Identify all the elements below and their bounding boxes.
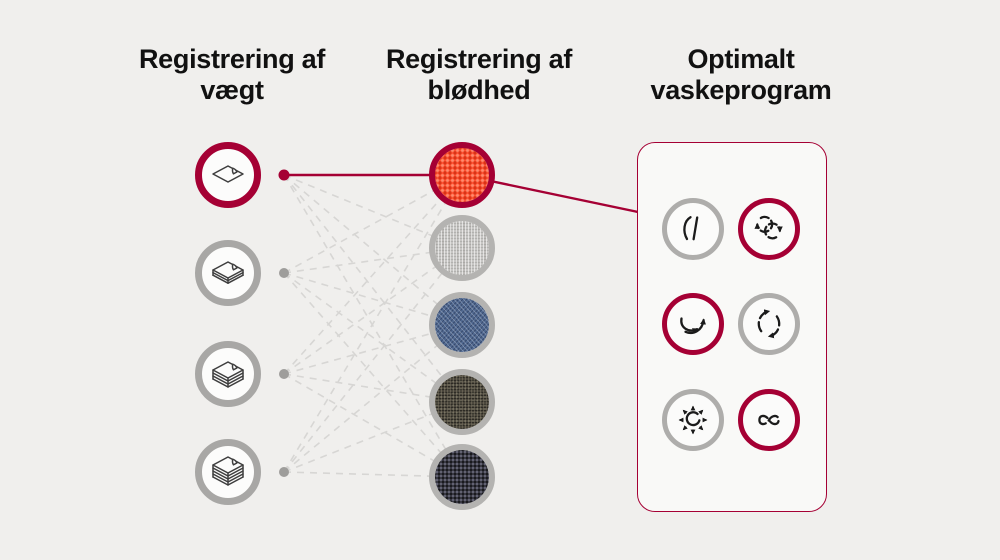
weight-detection-heading: Registrering af vægt xyxy=(138,44,326,105)
fabric-sheet-thin-glyph xyxy=(212,165,244,183)
fabric-blue-denim-swatch xyxy=(429,292,495,358)
swing-motion-glyph xyxy=(680,317,707,335)
fabric-stack-heavy-circle xyxy=(195,439,261,505)
fabric-light-linen-swatch xyxy=(429,215,495,281)
scrubbing-motion-icon xyxy=(662,389,724,451)
swing-motion-icon xyxy=(662,293,724,355)
fabric-stack-heavy-glyph xyxy=(212,456,244,486)
fabric-stack-light-glyph xyxy=(212,261,244,284)
stepping-motion-icon xyxy=(662,198,724,260)
rolling-motion-icon xyxy=(738,293,800,355)
scrubbing-motion-glyph xyxy=(678,405,708,435)
softness-detection-heading: Registrering af blødhed xyxy=(385,44,573,105)
rolling-motion-glyph xyxy=(757,309,781,339)
fabric-sheet-thin-circle xyxy=(195,142,261,208)
optimal-program-heading: Optimalt vaskeprogram xyxy=(650,44,832,105)
filtration-motion-glyph xyxy=(758,414,780,426)
optimal-program-panel xyxy=(637,142,827,512)
filtration-motion-icon xyxy=(738,389,800,451)
fabric-navy-knit-swatch xyxy=(429,444,495,510)
stepping-motion-glyph xyxy=(683,216,699,241)
tumbling-motion-glyph xyxy=(754,215,783,240)
fabric-dark-weave-swatch xyxy=(429,369,495,435)
fabric-stack-light-circle xyxy=(195,240,261,306)
fabric-stack-medium-glyph xyxy=(212,361,244,388)
tumbling-motion-icon xyxy=(738,198,800,260)
fabric-stack-medium-circle xyxy=(195,341,261,407)
fabric-orange-knit-swatch xyxy=(429,142,495,208)
